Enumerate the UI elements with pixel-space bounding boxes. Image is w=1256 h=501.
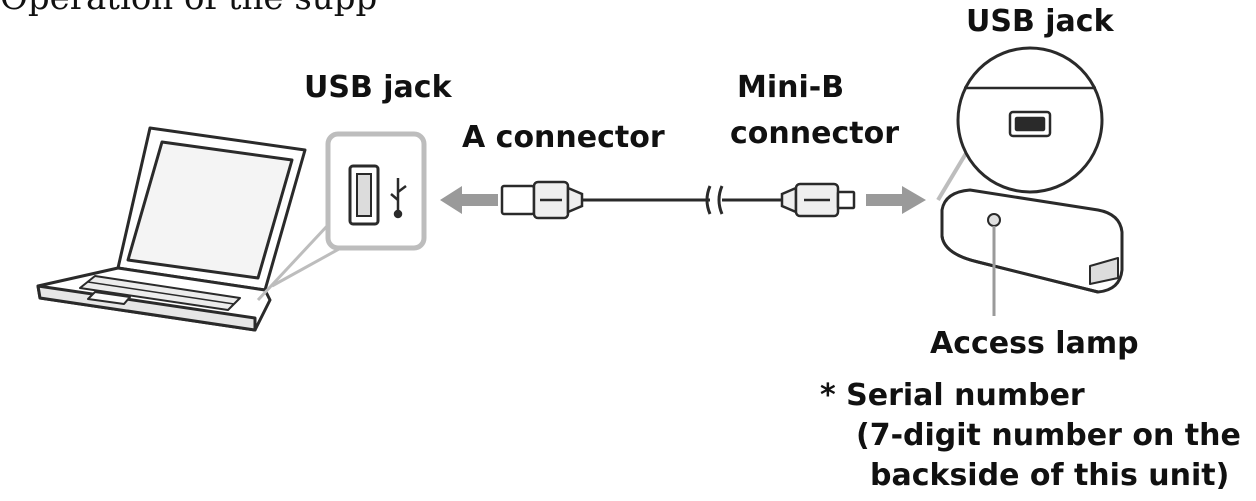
- usb-jack-zoom-box: [325, 131, 427, 251]
- serial-number-label: * Serial number: [820, 378, 1085, 413]
- a-connector-label: A connector: [462, 120, 665, 155]
- laptop-icon: [36, 126, 307, 332]
- usb-jack-computer-label: USB jack: [304, 70, 452, 105]
- right-arrow: [866, 186, 926, 214]
- laptop-callout-lines: [256, 223, 349, 302]
- a-connector-plug: [500, 180, 584, 220]
- heading-fragment: Operation of the supp: [0, 0, 377, 18]
- mini-b-port-icon: [1008, 110, 1052, 138]
- serial-number-note-line1: (7-digit number on the: [856, 418, 1241, 453]
- left-arrow: [440, 186, 498, 214]
- card-reader-icon: [940, 188, 1124, 294]
- mini-b-label-line1: Mini-B: [737, 70, 845, 105]
- mini-b-connector-plug: [780, 182, 856, 218]
- mini-b-label-line2: connector: [730, 116, 899, 151]
- usb-jack-unit-label: USB jack: [966, 4, 1114, 39]
- serial-number-note-line2: backside of this unit): [870, 458, 1230, 493]
- usb-port-icon: [348, 164, 380, 226]
- usb-cable: [582, 185, 782, 215]
- usb-symbol-icon: [390, 178, 407, 219]
- access-lamp-label: Access lamp: [930, 326, 1139, 361]
